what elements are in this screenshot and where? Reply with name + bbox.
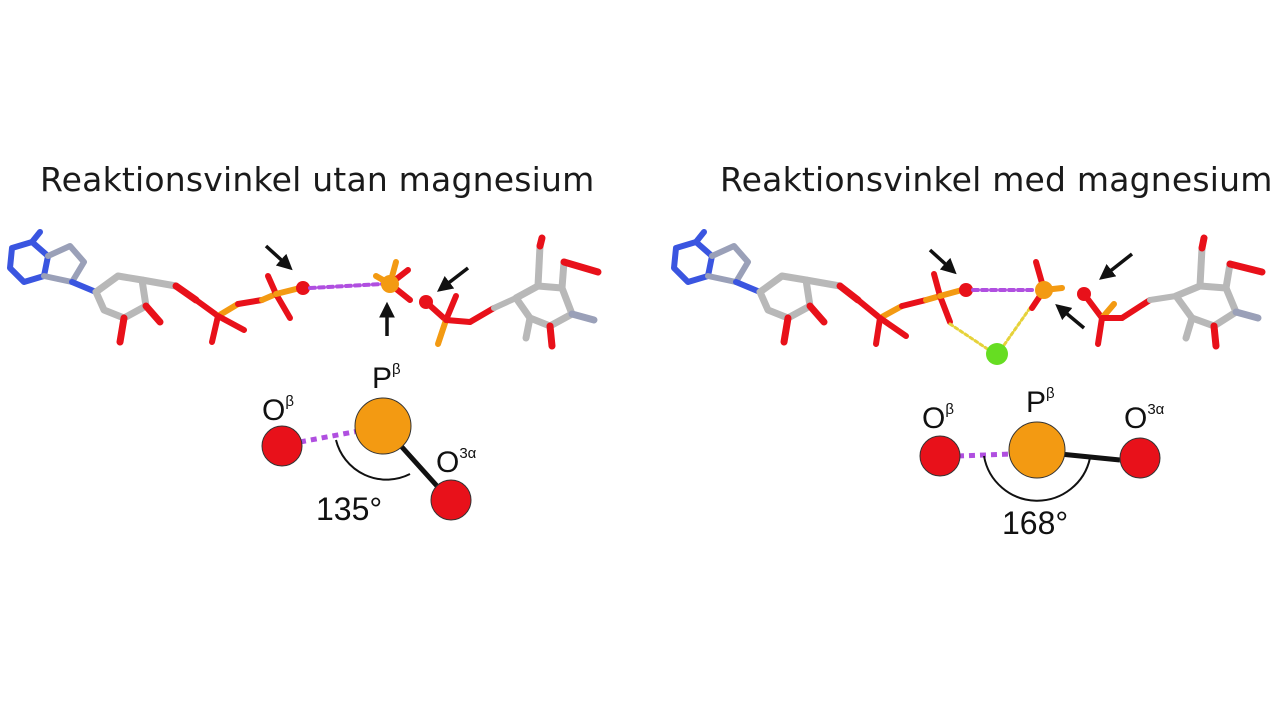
arrows-left [264,244,470,336]
chain-right-half-right [1081,291,1179,347]
phosphate-chain-right [855,271,965,347]
schematic-hbond-right [957,451,1013,459]
phosphate-chain-left [193,273,303,345]
o-3alpha-circle-left [430,479,472,521]
p-beta-circle-left [354,397,412,455]
label-o-3alpha-right: O3α [1124,401,1165,435]
angle-arc-left [335,439,411,481]
arrow-p-beta-right [1055,303,1086,330]
label-o-3alpha-left: O3α [436,445,477,479]
label-o-beta-left: Oβ [262,393,294,427]
o-beta-circle-left [261,425,303,467]
ribose2-left [512,234,602,350]
mg-bond-1-right [948,322,994,354]
o-beta-circle-right [919,435,961,477]
o-beta-atom-right [959,283,973,297]
molecule-left [7,229,602,350]
mg-bond-2-right [1000,306,1032,350]
label-p-beta-right: Pβ [1026,385,1055,419]
schematic-right: Oβ Pβ O3α 168° [919,385,1165,541]
adenine-right [671,229,763,295]
label-o-beta-right: Oβ [922,401,954,435]
p-beta-atom-left [381,275,399,293]
schematic-hbond-left [299,427,365,445]
arrow-o-beta-right [928,248,957,275]
ribose-left [92,272,200,346]
title-right: Reaktionsvinkel med magnesium [720,160,1273,199]
arrow-o-3alpha-left [437,266,470,292]
angle-value-right: 168° [1002,505,1068,541]
p-beta-atom-right [1035,281,1053,299]
p-beta-circle-right [1008,421,1066,479]
schematic-left: Oβ Pβ O3α 135° [261,361,477,527]
ribose2-right [1172,234,1266,350]
angle-value-left: 135° [316,491,382,527]
o-beta-atom-left [296,281,310,295]
magnesium-atom-right [986,343,1008,365]
label-p-beta-left: Pβ [372,361,401,395]
hbond-left [308,282,384,290]
chain-right-half-left [423,293,519,347]
arrow-o-beta-left [264,244,293,271]
adenine-left [7,229,99,295]
arrows-right [928,248,1134,330]
o-3alpha-circle-right [1119,437,1161,479]
arrow-o-3alpha-right [1099,252,1134,280]
ribose-right [756,272,862,346]
molecule-right [671,229,1266,365]
angle-arc-right [983,455,1091,502]
title-left: Reaktionsvinkel utan magnesium [40,160,595,199]
schematic-bond-right [1059,451,1121,463]
